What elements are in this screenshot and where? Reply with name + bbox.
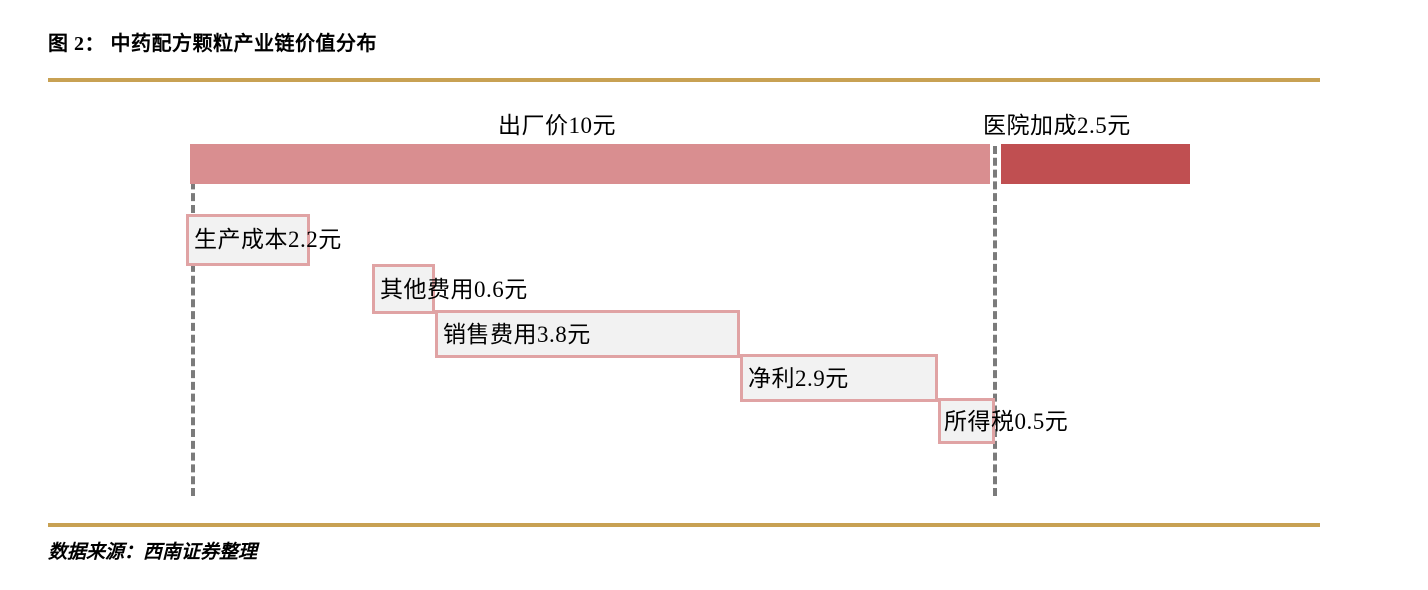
total-bar-hospital-markup	[1001, 144, 1190, 184]
page-title: 图 2： 中药配方颗粒产业链价值分布	[48, 33, 377, 55]
step-box-production-cost	[186, 214, 310, 266]
step-label-production-cost: 生产成本2.2元	[194, 227, 342, 252]
source-note: 数据来源：西南证券整理	[48, 542, 258, 563]
step-label-income-tax: 所得税0.5元	[944, 409, 1069, 434]
step-box-sales-expenses	[435, 310, 740, 358]
label-hospital-markup: 医院加成2.5元	[983, 113, 1131, 138]
divider-bottom	[48, 523, 1320, 527]
step-label-other-expenses: 其他费用0.6元	[380, 277, 528, 302]
step-label-sales-expenses: 销售费用3.8元	[443, 322, 591, 347]
label-factory-price: 出厂价10元	[498, 113, 616, 138]
total-bar-factory-price	[190, 144, 990, 184]
step-box-other-expenses	[372, 264, 435, 314]
step-label-net-profit: 净利2.9元	[748, 366, 849, 391]
step-box-net-profit	[740, 354, 938, 402]
guide-line-chain-start	[191, 146, 195, 496]
guide-line-factory-price-end	[993, 146, 997, 496]
divider-top	[48, 78, 1320, 82]
waterfall-chart: 出厂价10元 医院加成2.5元 生产成本2.2元 其他费用0.6元 销售费用3.…	[0, 82, 1428, 520]
step-box-income-tax	[938, 398, 995, 444]
